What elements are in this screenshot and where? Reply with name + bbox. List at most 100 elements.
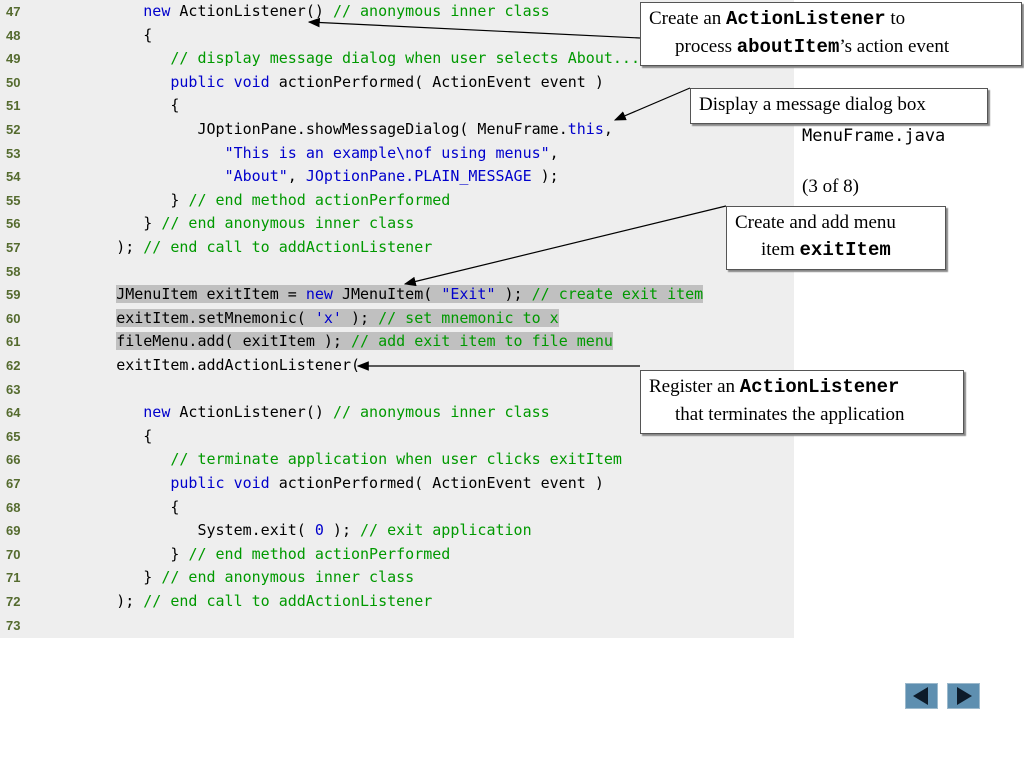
code-line: 54 "About", JOptionPane.PLAIN_MESSAGE );: [0, 165, 794, 189]
line-number: 67: [6, 476, 21, 491]
line-number: 59: [6, 287, 21, 303]
line-number: 61: [6, 334, 21, 350]
callout-code: aboutItem: [736, 36, 840, 58]
code-text: {: [170, 497, 180, 516]
line-number: 62: [6, 358, 21, 373]
line-number: 66: [6, 452, 21, 468]
line-number: 70: [6, 546, 21, 562]
line-number: 55: [6, 192, 21, 208]
callout-code: exitItem: [799, 239, 891, 261]
code-text: exitItem.setMnemonic( 'x' ); // set mnem…: [116, 308, 559, 327]
page-counter: (3 of 8): [802, 176, 859, 197]
code-line: 56 } // end anonymous inner class: [0, 212, 794, 236]
code-line: 66 // terminate application when user cl…: [0, 448, 794, 472]
code-text: exitItem.addActionListener(: [116, 356, 361, 374]
code-line: 57 ); // end call to addActionListener: [0, 236, 794, 260]
code-text: } // end method actionPerformed: [170, 544, 451, 563]
line-number: 71: [6, 570, 21, 586]
callout-text: that terminates the application: [675, 404, 905, 425]
callout-text: item: [761, 239, 800, 260]
code-line: 60 exitItem.setMnemonic( 'x' ); // set m…: [0, 307, 794, 331]
code-line: 61 fileMenu.add( exitItem ); // add exit…: [0, 330, 794, 354]
code-text: } // end anonymous inner class: [143, 568, 415, 587]
code-listing: 47 new ActionListener() // anonymous inn…: [0, 0, 794, 638]
code-text: JMenuItem exitItem = new JMenuItem( "Exi…: [116, 285, 704, 304]
code-text: } // end anonymous inner class: [143, 214, 415, 233]
line-number: 68: [6, 499, 21, 515]
callout-text: ’s action event: [839, 36, 950, 57]
line-number: 64: [6, 405, 21, 421]
callout-text: process: [675, 36, 737, 57]
line-number: 49: [6, 51, 21, 67]
line-number: 60: [6, 310, 21, 326]
line-number: 54: [6, 169, 21, 185]
code-text: } // end method actionPerformed: [170, 190, 451, 209]
code-line: 70 } // end method actionPerformed: [0, 543, 794, 567]
callout-code: ActionListener: [726, 8, 886, 30]
code-line: 49 // display message dialog when user s…: [0, 47, 794, 71]
callout-action-listener-about: Create an ActionListener to process abou…: [640, 2, 1022, 66]
code-line: 55 } // end method actionPerformed: [0, 189, 794, 213]
line-number: 58: [6, 263, 21, 279]
line-number: 65: [6, 428, 21, 444]
code-text: {: [170, 96, 180, 115]
callout-text: Create an: [649, 8, 727, 29]
code-text: {: [143, 25, 153, 44]
code-text: public void actionPerformed( ActionEvent…: [170, 72, 604, 91]
code-line: 50 public void actionPerformed( ActionEv…: [0, 71, 794, 95]
code-line: 73: [0, 614, 794, 638]
code-line: 47 new ActionListener() // anonymous inn…: [0, 0, 794, 24]
callout-text: Display a message dialog box: [699, 94, 926, 115]
code-text: {: [143, 426, 153, 445]
code-line: 67 public void actionPerformed( ActionEv…: [0, 472, 794, 496]
code-text: "About", JOptionPane.PLAIN_MESSAGE );: [224, 167, 559, 186]
line-number: 63: [6, 381, 21, 397]
code-line: 71 } // end anonymous inner class: [0, 566, 794, 590]
callout-exit-item: Create and add menu item exitItem: [726, 206, 946, 270]
line-number: 57: [6, 240, 21, 255]
code-line: 65 {: [0, 425, 794, 449]
code-text: new ActionListener() // anonymous inner …: [143, 2, 550, 20]
code-line: 68 {: [0, 496, 794, 520]
line-number: 51: [6, 98, 21, 114]
code-line: 69 System.exit( 0 ); // exit application: [0, 519, 794, 543]
code-line: 63: [0, 378, 794, 402]
arrow-right-icon: [957, 687, 972, 705]
line-number: 48: [6, 27, 21, 43]
line-number: 47: [6, 4, 21, 19]
line-number: 52: [6, 122, 21, 137]
next-slide-button[interactable]: [947, 683, 980, 709]
code-text: "This is an example\nof using menus",: [224, 143, 559, 162]
callout-text: to: [885, 8, 906, 29]
code-line: 51 {: [0, 94, 794, 118]
code-line: 48 {: [0, 24, 794, 48]
code-line: 53 "This is an example\nof using menus",: [0, 142, 794, 166]
callout-register-listener: Register an ActionListener that terminat…: [640, 370, 964, 434]
prev-slide-button[interactable]: [905, 683, 938, 709]
callout-message-dialog: Display a message dialog box: [690, 88, 988, 124]
file-name-label: MenuFrame.java: [802, 126, 946, 146]
code-text: // terminate application when user click…: [170, 450, 622, 469]
code-text: public void actionPerformed( ActionEvent…: [170, 474, 604, 492]
line-number: 72: [6, 594, 21, 609]
code-line: 52 JOptionPane.showMessageDialog( MenuFr…: [0, 118, 794, 142]
arrow-left-icon: [913, 687, 928, 705]
line-number: 56: [6, 216, 21, 232]
callout-code: ActionListener: [739, 376, 900, 398]
code-line: 62 exitItem.addActionListener(: [0, 354, 794, 378]
code-line: 58: [0, 260, 794, 284]
code-text: new ActionListener() // anonymous inner …: [143, 403, 550, 422]
code-text: System.exit( 0 ); // exit application: [197, 521, 532, 540]
line-number: 69: [6, 523, 21, 539]
code-text: ); // end call to addActionListener: [116, 238, 433, 256]
callout-text: Register an: [649, 376, 740, 397]
code-line: 64 new ActionListener() // anonymous inn…: [0, 401, 794, 425]
code-text: fileMenu.add( exitItem ); // add exit it…: [116, 332, 613, 351]
code-text: JOptionPane.showMessageDialog( MenuFrame…: [197, 120, 613, 138]
code-text: // display message dialog when user sele…: [170, 49, 640, 68]
code-line: 72 ); // end call to addActionListener: [0, 590, 794, 614]
code-text: ); // end call to addActionListener: [116, 592, 433, 610]
callout-text: Create and add menu: [735, 212, 896, 233]
line-number: 53: [6, 145, 21, 161]
line-number: 50: [6, 74, 21, 90]
